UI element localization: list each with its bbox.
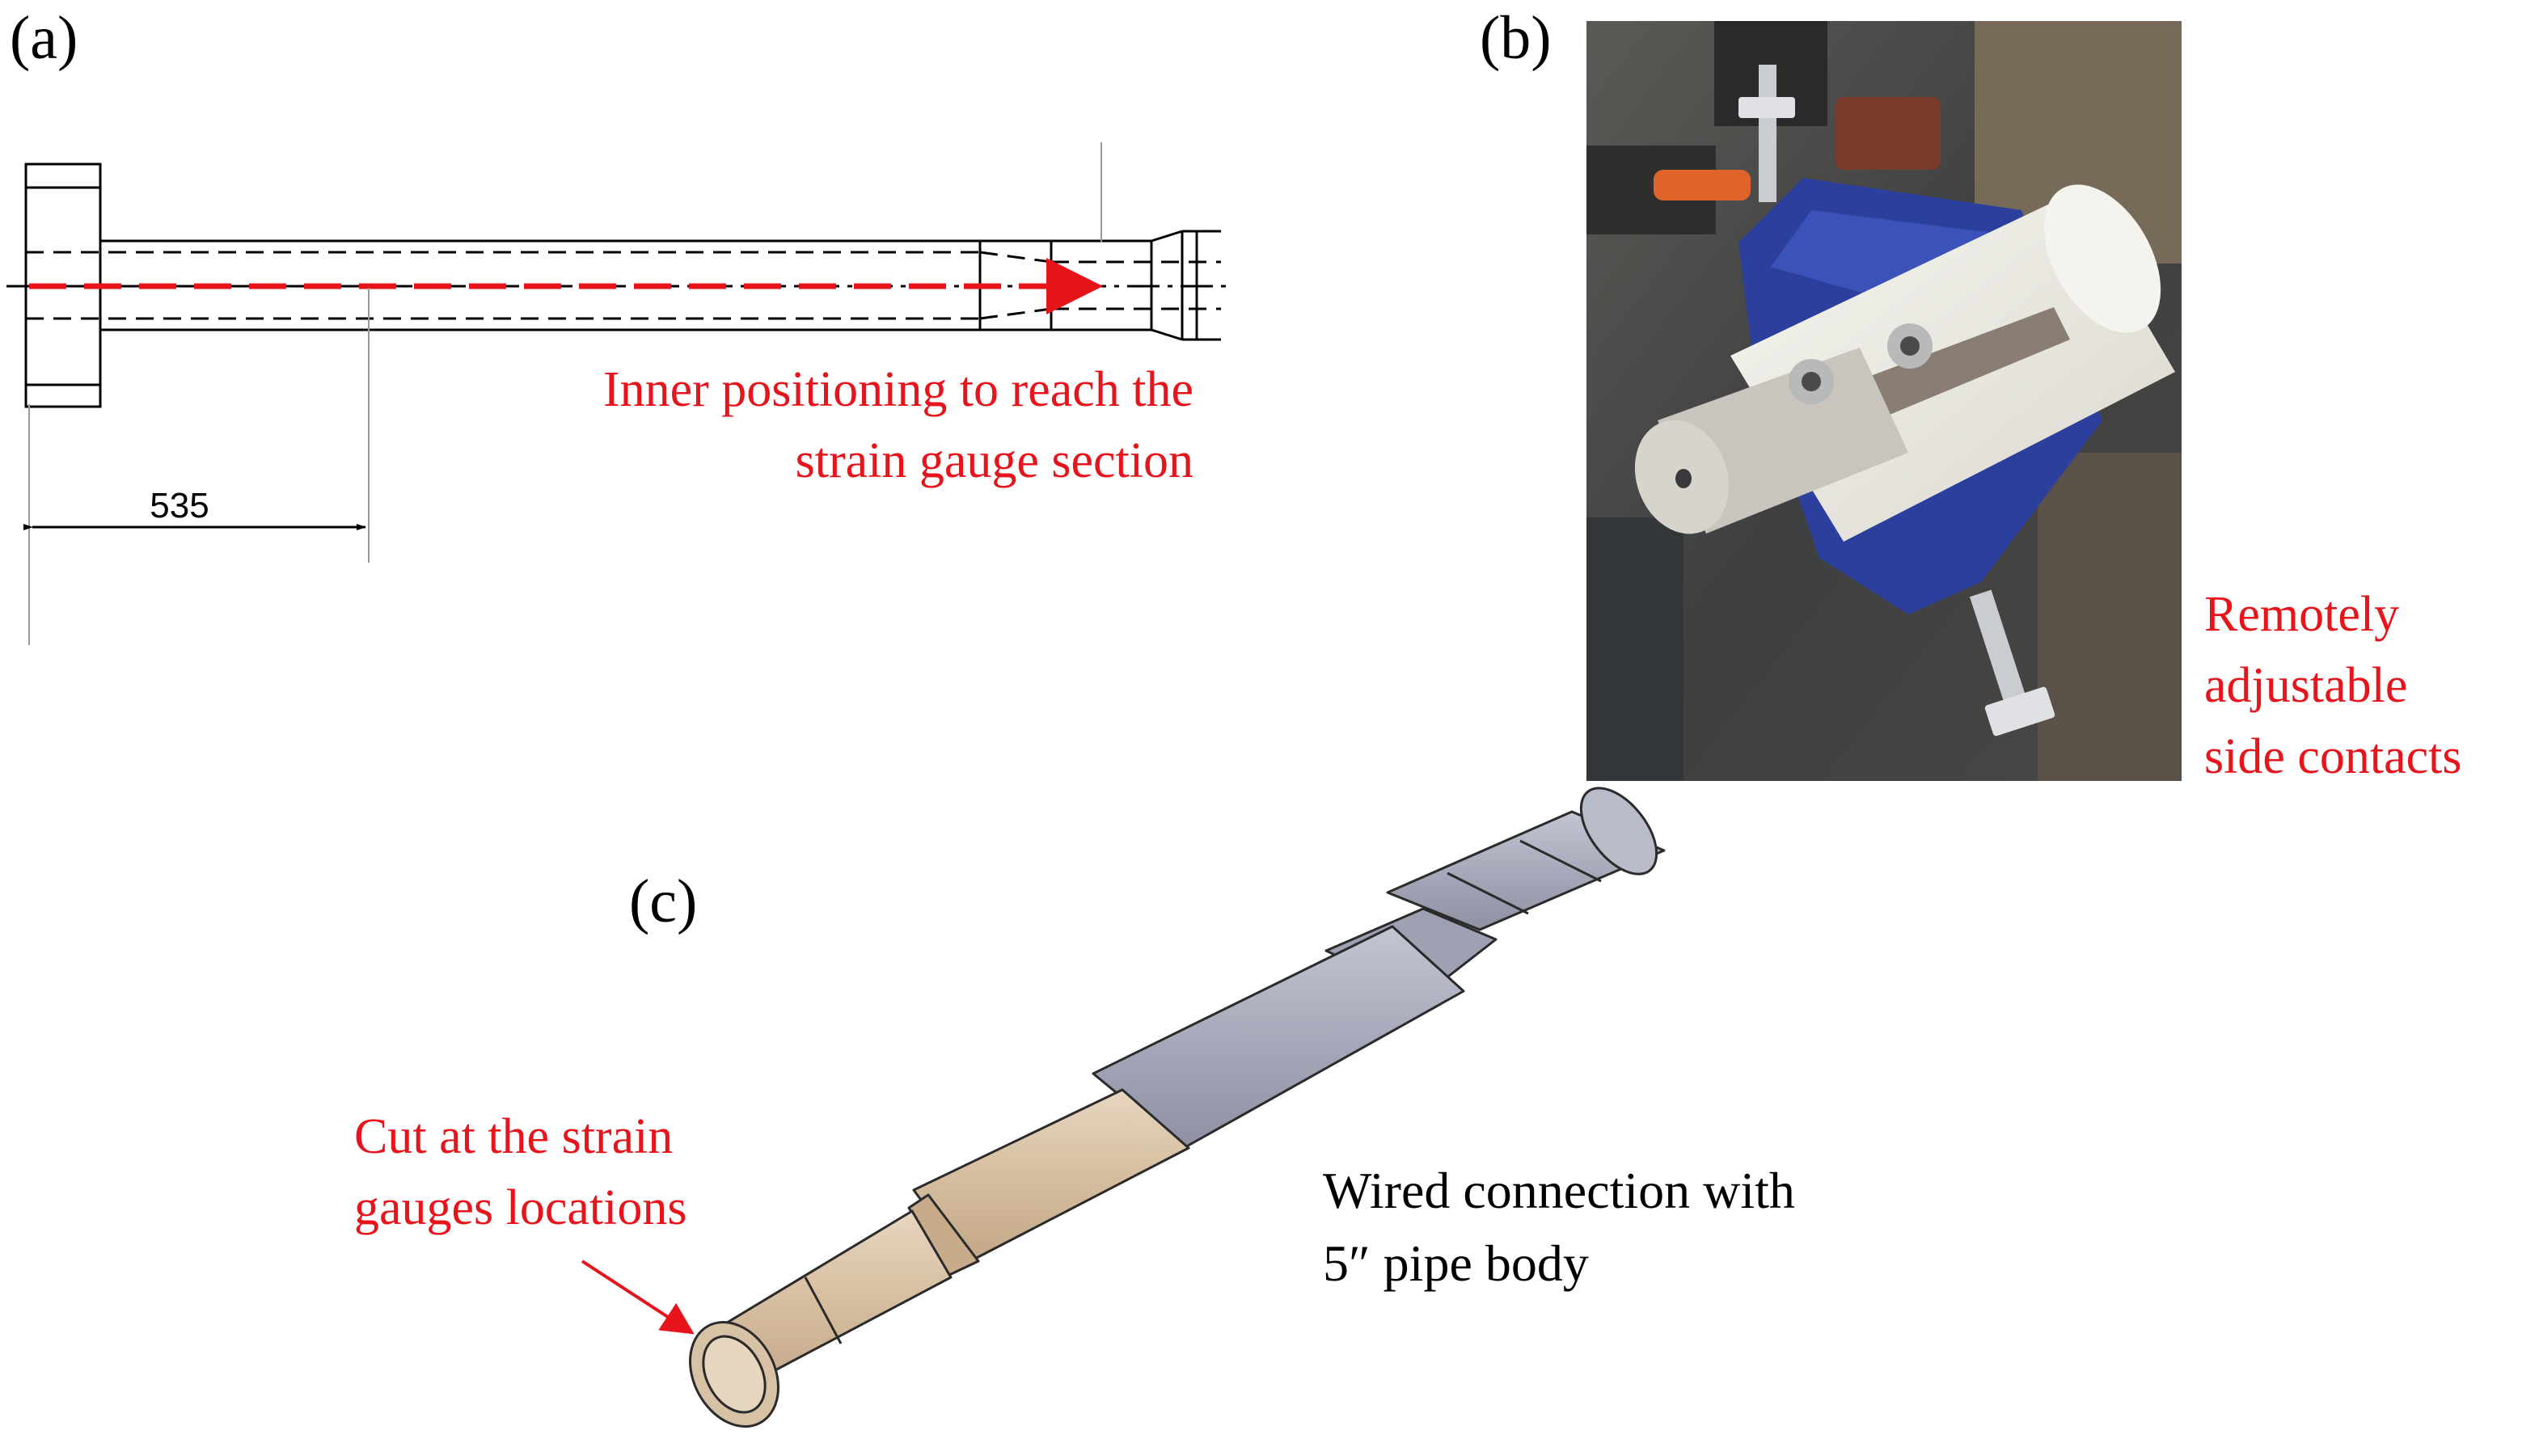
panel-b-annotation-line-3: side contacts <box>2204 729 2462 784</box>
panel-c-right-annotation-line-2: 5″ pipe body <box>1323 1234 1589 1292</box>
panel-c-label: (c) <box>629 867 697 935</box>
panel-a-label: (a) <box>10 4 78 72</box>
panel-b-annotation-line-1: Remotely <box>2204 587 2399 642</box>
panel-b: (b) <box>1480 4 2462 784</box>
panel-c-left-annotation-line-2: gauges locations <box>354 1180 687 1235</box>
panel-a-annotation-line-1: Inner positioning to reach the <box>603 362 1193 417</box>
panel-c-left-annotation-line-1: Cut at the strain <box>354 1109 673 1164</box>
panel-b-label: (b) <box>1480 4 1552 72</box>
pipe-3d-model <box>689 787 1666 1428</box>
panel-a-annotation-line-2: strain gauge section <box>796 433 1193 488</box>
fixture-photo <box>1586 21 2182 781</box>
panel-b-annotation-line-2: adjustable <box>2204 658 2407 713</box>
panel-c-right-annotation-line-1: Wired connection with <box>1323 1162 1795 1219</box>
panel-c: (c) Cut at the strain gauges locatio <box>354 787 1795 1428</box>
dimension-value: 535 <box>150 486 209 525</box>
panel-a: (a) <box>6 4 1226 645</box>
cut-location-arrow <box>581 1260 695 1335</box>
